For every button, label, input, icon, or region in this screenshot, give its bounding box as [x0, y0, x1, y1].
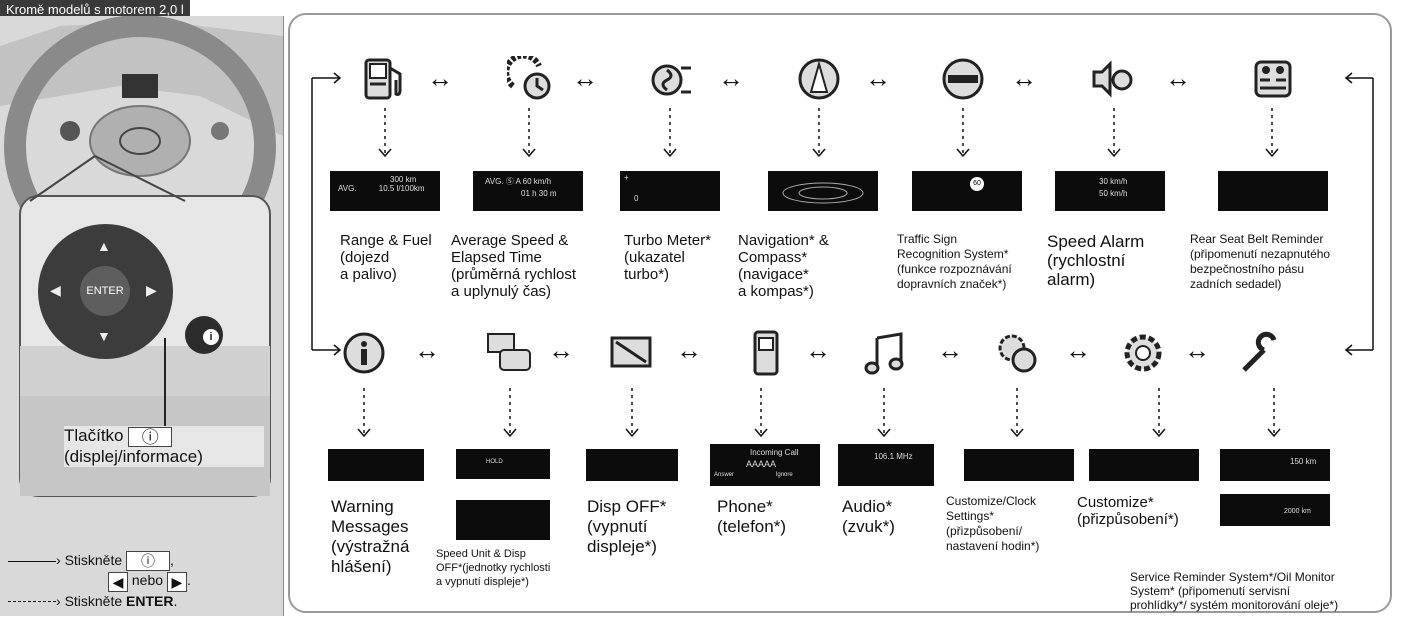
disp-off-label: Disp OFF* (vypnutí displeje*) [587, 497, 667, 556]
double-arrow-icon: ↔ [937, 335, 963, 365]
display-off-icon [610, 336, 652, 368]
legend-row-or: ◀ nebo ▶. [8, 571, 278, 592]
pad-down-icon[interactable]: ▼ [97, 328, 111, 344]
double-arrow-icon: ↔ [1165, 63, 1191, 93]
average-speed-timer-icon [507, 56, 551, 100]
left-arrow-icon: ◀ [108, 571, 128, 592]
double-arrow-icon: ↔ [1065, 335, 1091, 365]
double-arrow-icon: ↔ [572, 63, 598, 93]
legend-row-enter: › Stiskněte ENTER. [8, 592, 278, 610]
flow-arrows [311, 72, 1374, 438]
speed-unit-label: Speed Unit & Disp OFF*(jednotky rychlost… [436, 548, 551, 588]
customize-clock-icon [998, 334, 1037, 373]
section-header: Kromě modelů s motorem 2,0 l [0, 0, 190, 20]
double-arrow-icon: ↔ [865, 63, 891, 93]
navigation-screen [768, 171, 878, 211]
button-caption-label: Tlačítko [64, 426, 124, 445]
service-reminder-label: Service Reminder System*/Oil Monitor Sys… [1130, 570, 1339, 612]
pad-right-icon[interactable]: ▶ [146, 282, 157, 298]
double-arrow-icon: ↔ [805, 335, 831, 365]
phone-screen: Incoming Call AAAAA Answer Ignore [710, 444, 820, 486]
service-reminder-screen: 150 km [1220, 449, 1330, 481]
directional-pad[interactable]: ENTER ▲ ▼ ◀ ▶ [38, 224, 173, 359]
display-info-button[interactable]: i [185, 316, 223, 354]
steering-wheel-photo: ENTER ▲ ▼ ◀ ▶ i Tlačítko ⓘ (displej/info… [0, 15, 284, 616]
double-arrow-icon: ↔ [1011, 63, 1037, 93]
customize-label: Customize* (přizpůsobení*) [1077, 494, 1179, 528]
info-button-icon: ⓘ [126, 551, 171, 572]
customize-clock-screen [964, 449, 1074, 481]
phone-icon [753, 330, 779, 376]
callout-line [164, 338, 166, 443]
speed-unit-off-screen [456, 500, 550, 540]
speed-alarm-icon [1092, 60, 1133, 98]
customize-screen [1089, 449, 1199, 481]
right-arrow-icon: ▶ [166, 571, 187, 592]
gear-icon [1124, 334, 1162, 372]
oil-monitor-screen: 2000 km [1220, 494, 1330, 526]
music-note-icon [864, 332, 904, 375]
legend-row-press: › Stiskněte ⓘ, [8, 551, 278, 572]
traffic-sign-icon [942, 58, 984, 100]
speed-unit-icon [487, 333, 531, 371]
pad-left-icon[interactable]: ◀ [50, 282, 61, 298]
disp-off-screen [586, 449, 678, 481]
double-arrow-icon: ↔ [676, 335, 702, 365]
button-caption-desc: (displej/informace) [64, 446, 203, 466]
rear-belt-screen [1218, 171, 1328, 211]
enter-button[interactable]: ENTER [80, 266, 130, 316]
rear-belt-label: Rear Seat Belt Reminder (připomenutí nez… [1190, 232, 1331, 291]
range-fuel-label: Range & Fuel (dojezd a palivo) [340, 232, 432, 283]
button-caption: Tlačítko ⓘ (displej/informace) [64, 426, 264, 467]
navigation-label: Navigation* & Compass* (navigace* a komp… [738, 232, 829, 300]
steering-wheel-illustration [0, 15, 283, 616]
information-icon [343, 332, 385, 374]
warning-label: Warning Messages (výstražná hlášení) [331, 497, 410, 576]
range-fuel-screen: 300 km AVG. 10.5 l/100km [330, 171, 440, 211]
phone-label: Phone* (telefon*) [717, 497, 786, 536]
compass-icon [798, 58, 840, 100]
turbo-meter-label: Turbo Meter* (ukazatel turbo*) [624, 232, 711, 283]
double-arrow-icon: ↔ [548, 335, 574, 365]
pad-up-icon[interactable]: ▲ [97, 238, 111, 254]
seat-belt-icon [1254, 60, 1292, 98]
speed-alarm-label: Speed Alarm (rychlostní alarm) [1047, 232, 1145, 289]
speed-unit-screen: HOLD [456, 449, 550, 479]
double-arrow-icon: ↔ [718, 63, 744, 93]
turbo-meter-screen: + 0 [620, 171, 720, 211]
traffic-sign-screen: 60 [912, 171, 1022, 211]
info-icon: i [203, 329, 219, 345]
info-button-icon: ⓘ [128, 426, 173, 447]
fuel-pump-icon [364, 58, 402, 100]
wrench-icon [1242, 331, 1277, 372]
traffic-sign-label: Traffic Sign Recognition System* (funkce… [897, 232, 1012, 291]
turbo-icon [651, 64, 691, 96]
double-arrow-icon: ↔ [1184, 335, 1210, 365]
audio-screen: 106.1 MHz [838, 444, 934, 486]
double-arrow-icon: ↔ [414, 335, 440, 365]
double-arrow-icon: ↔ [427, 63, 453, 93]
customize-clock-label: Customize/Clock Settings* (přizpůsobení/… [946, 494, 1040, 553]
average-speed-label: Average Speed & Elapsed Time (průměrná r… [451, 232, 577, 300]
warning-screen [328, 449, 424, 481]
speed-alarm-screen: 30 km/h 50 km/h [1055, 171, 1165, 211]
legend: › Stiskněte ⓘ, ◀ nebo ▶. › Stiskněte ENT… [8, 551, 278, 610]
average-speed-screen: AVG. Ⓢ A 60 km/h 01 h 30 m [473, 171, 583, 211]
audio-label: Audio* (zvuk*) [842, 497, 895, 536]
